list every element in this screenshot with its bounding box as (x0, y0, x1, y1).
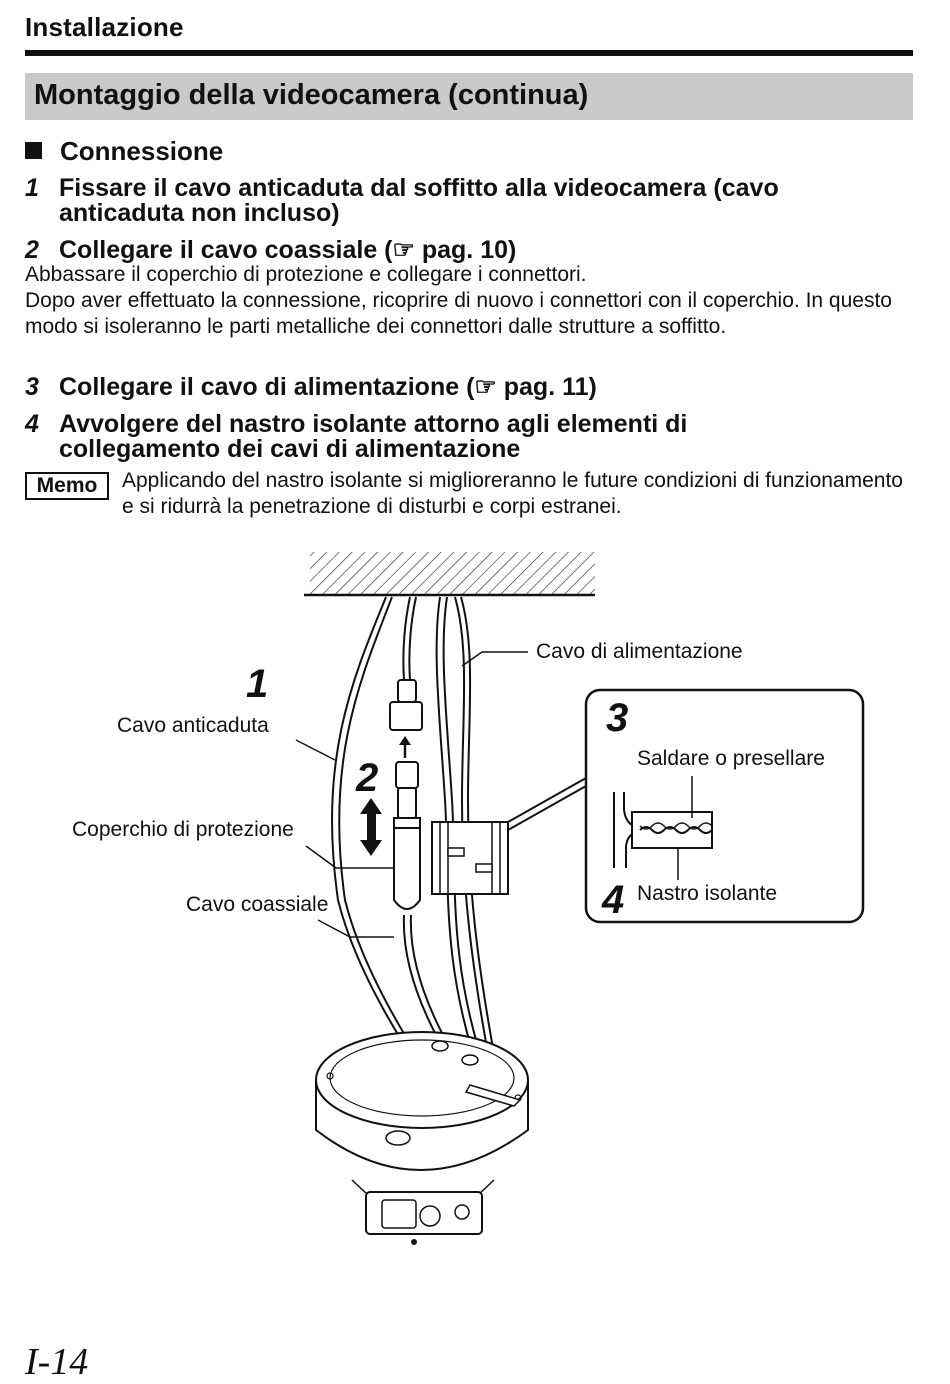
step-text: Avvolgere del nastro isolante attorno ag… (59, 410, 688, 463)
figure-marker-3: 3 (606, 696, 629, 740)
figure-marker-1: 1 (246, 662, 269, 706)
camera-dome-graphic (315, 1031, 529, 1245)
page-number: I-14 (25, 1341, 89, 1383)
label-solder: Saldare o presellare (637, 747, 825, 770)
step-2: 2 Collegare il cavo coassiale (☞ pag. 10… (25, 238, 905, 263)
step-number: 4 (25, 410, 39, 438)
subsection-title: Connessione (60, 136, 224, 166)
title-band: Montaggio della videocamera (continua) (25, 73, 913, 120)
bnc-connector-graphic (389, 679, 423, 910)
step-2-body-line-1: Abbassare il coperchio di protezione e c… (25, 263, 587, 286)
step-4: 4 Avvolgere del nastro isolante attorno … (25, 412, 825, 462)
label-coaxial-cable: Cavo coassiale (186, 893, 329, 916)
page-title: Montaggio della videocamera (continua) (34, 79, 589, 111)
power-connection-box (431, 821, 509, 895)
label-insulating-tape: Nastro isolante (637, 882, 778, 905)
connect-arrow-icon (399, 736, 411, 758)
step-2-body-line-2: Dopo aver effettuato la connessione, ric… (25, 289, 892, 338)
step-3: 3 Collegare il cavo di alimentazione (☞ … (25, 375, 905, 400)
slide-arrow-icon (360, 798, 382, 856)
cables-graphic (331, 596, 499, 1076)
step-1: 1 Fissare il cavo anticaduta dal soffitt… (25, 176, 905, 226)
header-rule (25, 50, 913, 56)
step-number: 2 (25, 236, 39, 264)
memo-text: Applicando del nastro isolante si miglio… (122, 469, 903, 518)
step-text: Fissare il cavo anticaduta dal soffitto … (59, 174, 779, 227)
section-header-label: Installazione (25, 12, 184, 42)
step-text: Collegare il cavo coassiale (☞ pag. 10) (59, 236, 517, 264)
figure-marker-2: 2 (356, 756, 379, 800)
step-text: Collegare il cavo di alimentazione (☞ pa… (59, 373, 597, 401)
leader-lines (295, 651, 528, 938)
memo-label: Memo (25, 472, 109, 500)
label-power-cable: Cavo di alimentazione (536, 640, 743, 663)
ceiling-graphic (304, 552, 595, 597)
subsection-heading: Connessione (25, 136, 223, 167)
callout-box (507, 688, 865, 924)
label-safety-wire: Cavo anticaduta (117, 714, 269, 737)
square-bullet-icon (25, 142, 42, 159)
installation-illustration (295, 552, 865, 1245)
step-number: 3 (25, 373, 39, 401)
figure-marker-4: 4 (602, 878, 625, 922)
label-protective-cover: Coperchio di protezione (72, 818, 294, 841)
step-number: 1 (25, 174, 39, 202)
